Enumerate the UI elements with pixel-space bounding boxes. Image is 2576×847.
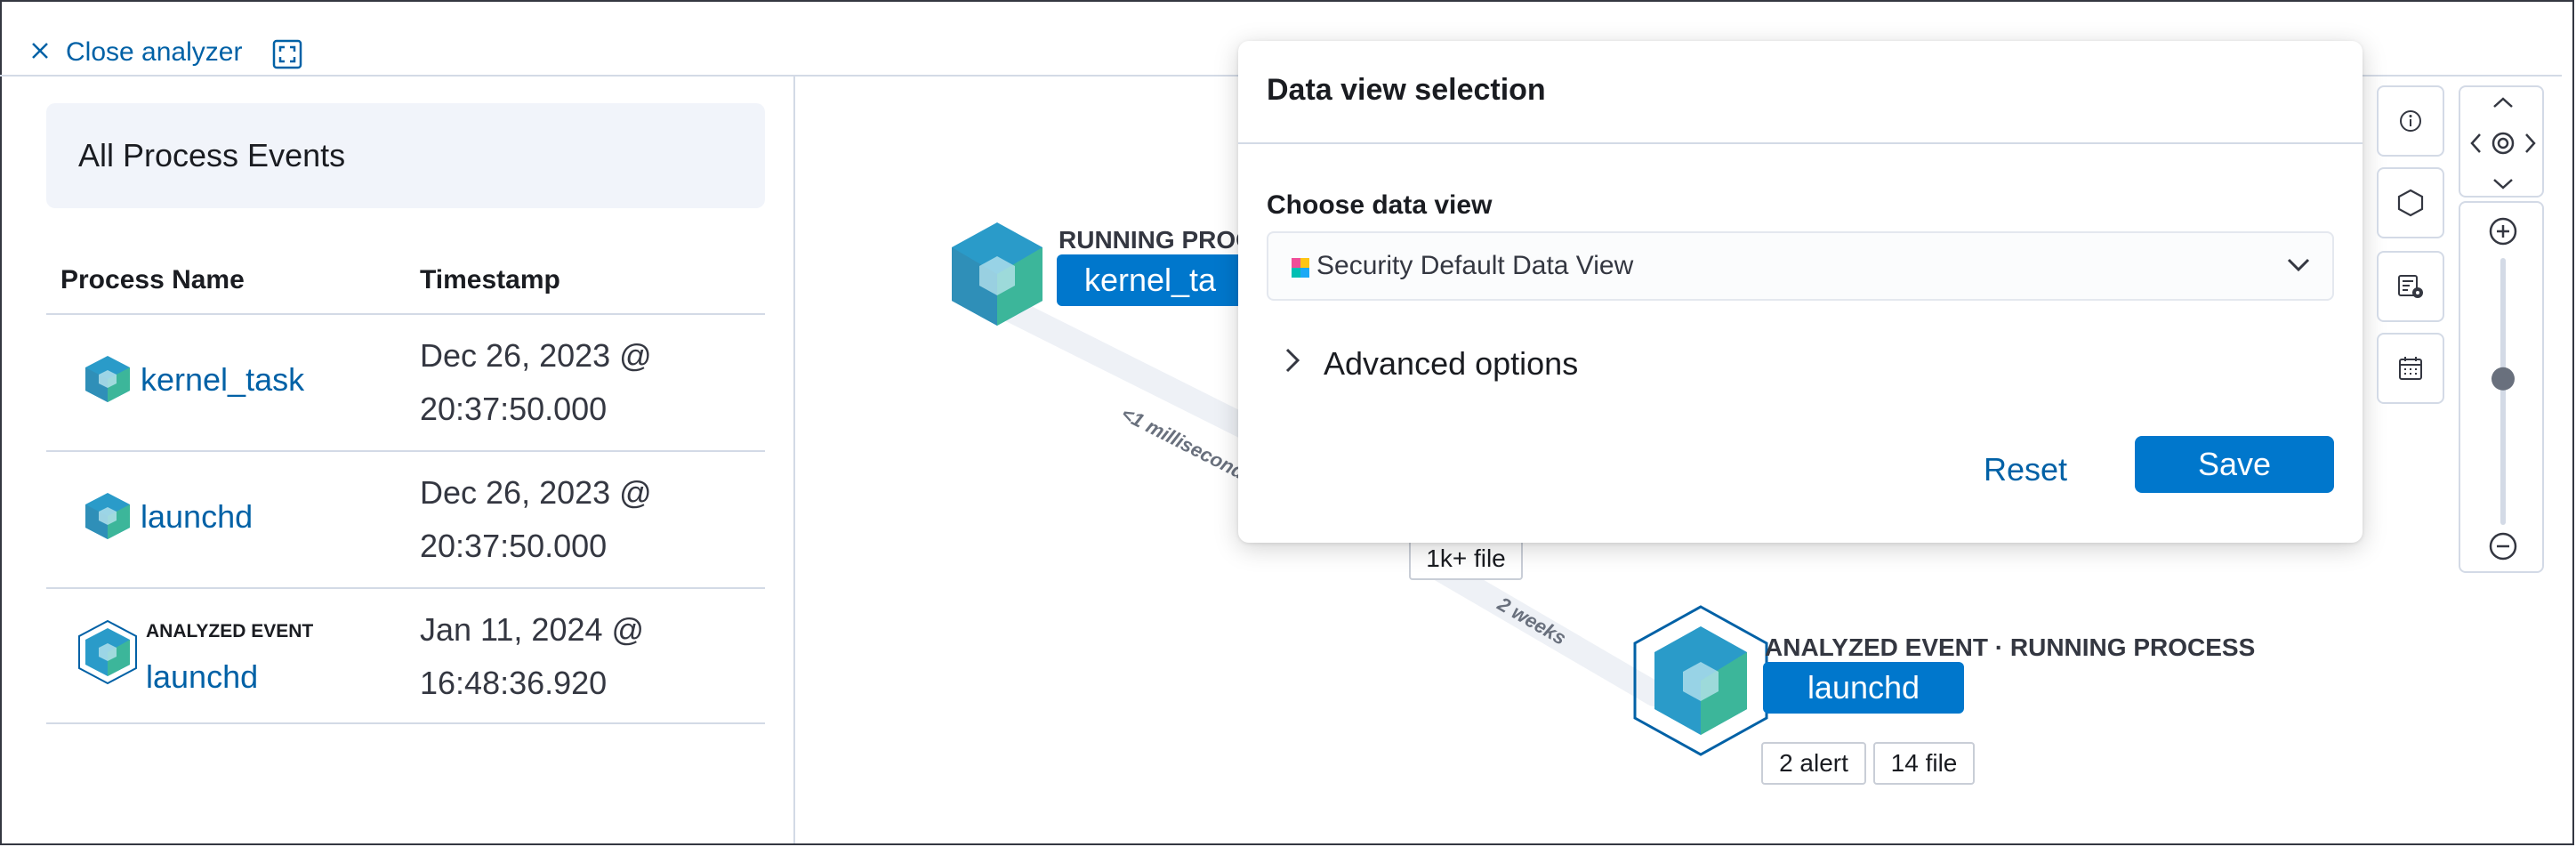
- timestamp-time: 16:48:36.920: [420, 665, 608, 701]
- arrow-left-icon[interactable]: [2470, 133, 2481, 153]
- process-link[interactable]: launchd: [146, 658, 259, 695]
- arrow-up-icon[interactable]: [2493, 97, 2513, 108]
- analyzed-node-icon[interactable]: [1631, 603, 1770, 758]
- timestamp-time: 20:37:50.000: [420, 528, 608, 564]
- zoom-control-graphics: [2489, 217, 2517, 561]
- analyzed-process-icon: [78, 619, 137, 685]
- file-count-badge[interactable]: 14 file: [1873, 742, 1975, 785]
- timestamp: Dec 26, 2023 @ 20:37:50.000: [420, 466, 758, 573]
- process-node-cube-icon[interactable]: [948, 219, 1046, 329]
- timestamp: Jan 11, 2024 @ 16:48:36.920: [420, 603, 758, 710]
- process-events-panel: [16, 75, 795, 843]
- table-divider: [46, 450, 765, 452]
- data-view-settings-icon: [2398, 275, 2423, 298]
- reset-button[interactable]: Reset: [1983, 451, 2068, 488]
- zoom-out-icon[interactable]: [2489, 532, 2517, 561]
- zoom-controls: [2459, 201, 2544, 573]
- arrow-down-icon[interactable]: [2493, 179, 2513, 190]
- chevron-down-icon: [2287, 258, 2310, 272]
- choose-data-view-label: Choose data view: [1267, 190, 1493, 220]
- pan-control-icons: [2470, 97, 2536, 190]
- pan-controls: [2459, 85, 2544, 198]
- analyzed-process-button[interactable]: launchd: [1763, 662, 1964, 714]
- date-range-button[interactable]: [2377, 333, 2444, 404]
- chevron-right-icon[interactable]: [1284, 347, 1300, 374]
- hexagon-icon: [2397, 189, 2424, 217]
- table-divider: [46, 722, 765, 724]
- process-cube-icon: [85, 356, 130, 402]
- alert-count-badge[interactable]: 2 alert: [1761, 742, 1866, 785]
- process-link[interactable]: kernel_task: [141, 361, 305, 398]
- table-divider: [46, 587, 765, 589]
- timestamp-time: 20:37:50.000: [420, 391, 608, 427]
- timestamp: Dec 26, 2023 @ 20:37:50.000: [420, 329, 758, 436]
- timestamp-date: Jan 11, 2024 @: [420, 611, 645, 648]
- process-cube-icon: [85, 493, 130, 539]
- analyzed-event-tag: ANALYZED EVENT: [146, 621, 314, 641]
- close-analyzer-button[interactable]: Close analyzer: [66, 37, 243, 67]
- panel-title-box: All Process Events: [46, 103, 765, 208]
- timestamp-date: Dec 26, 2023 @: [420, 474, 652, 511]
- popover-title: Data view selection: [1267, 73, 1546, 107]
- fullscreen-icon[interactable]: [272, 39, 302, 69]
- data-view-popover: Data view selection Choose data view Sec…: [1238, 41, 2363, 543]
- column-header-timestamp: Timestamp: [420, 265, 560, 294]
- info-button[interactable]: [2377, 85, 2444, 157]
- node-legend-button[interactable]: [2377, 167, 2444, 238]
- zoom-in-icon[interactable]: [2489, 217, 2517, 246]
- calendar-icon: [2399, 357, 2422, 380]
- elastic-logo-icon: [1292, 258, 1309, 278]
- node-title: ANALYZED EVENT · RUNNING PROCESS: [1765, 633, 2256, 661]
- data-view-settings-button[interactable]: [2377, 251, 2444, 322]
- panel-title: All Process Events: [78, 137, 346, 173]
- arrow-right-icon[interactable]: [2525, 133, 2536, 153]
- process-node-button[interactable]: kernel_ta: [1057, 254, 1244, 306]
- zoom-slider-thumb[interactable]: [2491, 367, 2515, 391]
- file-count-badge[interactable]: 1k+ file: [1409, 537, 1523, 580]
- center-icon[interactable]: [2491, 132, 2515, 155]
- advanced-options-toggle[interactable]: Advanced options: [1324, 345, 1579, 382]
- column-header-process-name: Process Name: [60, 265, 245, 294]
- info-icon: [2400, 110, 2421, 132]
- node-title: RUNNING PROC: [1059, 226, 1254, 254]
- save-button[interactable]: Save: [2135, 436, 2334, 493]
- table-divider: [46, 313, 765, 315]
- data-view-select[interactable]: Security Default Data View: [1267, 231, 2334, 301]
- popover-divider: [1238, 142, 2363, 144]
- process-link[interactable]: launchd: [141, 498, 254, 535]
- timestamp-date: Dec 26, 2023 @: [420, 337, 652, 374]
- zoom-slider-track[interactable]: [2500, 258, 2506, 525]
- selected-data-view: Security Default Data View: [1316, 251, 1634, 280]
- cross-icon[interactable]: [30, 41, 50, 60]
